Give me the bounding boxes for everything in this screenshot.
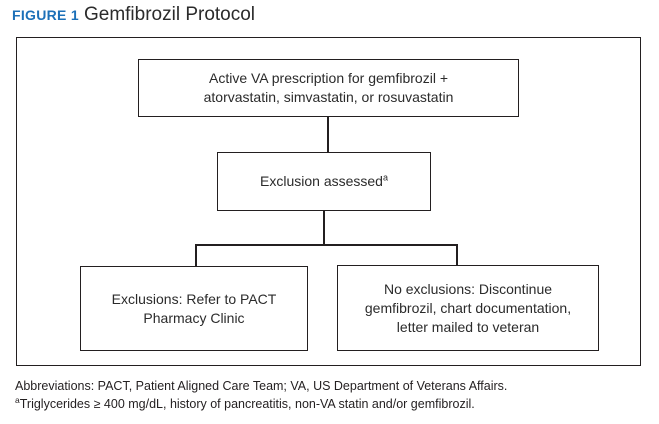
figure-label: FIGURE 1 [12,7,79,23]
abbreviations-note: Abbreviations: PACT, Patient Aligned Car… [15,379,508,393]
figure-name: Gemfibrozil Protocol [83,4,256,25]
connector-branch-horizontal [195,244,458,246]
node-text: No exclusions: Discontinue gemfibrozil, … [364,280,572,335]
node-text: Exclusion assesseda [260,172,388,189]
connector-left-drop [195,244,197,267]
connector-middle-stem [323,211,325,245]
footnote-marker: a [382,172,388,183]
connector-right-drop [456,244,458,266]
exclusion-criteria-note: aTriglycerides ≥ 400 mg/dL, history of p… [15,394,475,411]
node-text: Active VA prescription for gemfibrozil +… [203,70,454,105]
figure-footnotes: Abbreviations: PACT, Patient Aligned Car… [15,377,651,413]
node-exclusion-assessed: Exclusion assesseda [217,152,431,211]
node-active-prescription: Active VA prescription for gemfibrozil +… [138,59,519,117]
node-no-exclusions: No exclusions: Discontinue gemfibrozil, … [337,265,599,351]
node-text: Exclusions: Refer to PACT Pharmacy Clini… [111,290,277,326]
footnote-marker: a [15,394,20,405]
connector-top-to-middle [327,117,329,152]
node-exclusions-refer: Exclusions: Refer to PACT Pharmacy Clini… [80,266,308,351]
